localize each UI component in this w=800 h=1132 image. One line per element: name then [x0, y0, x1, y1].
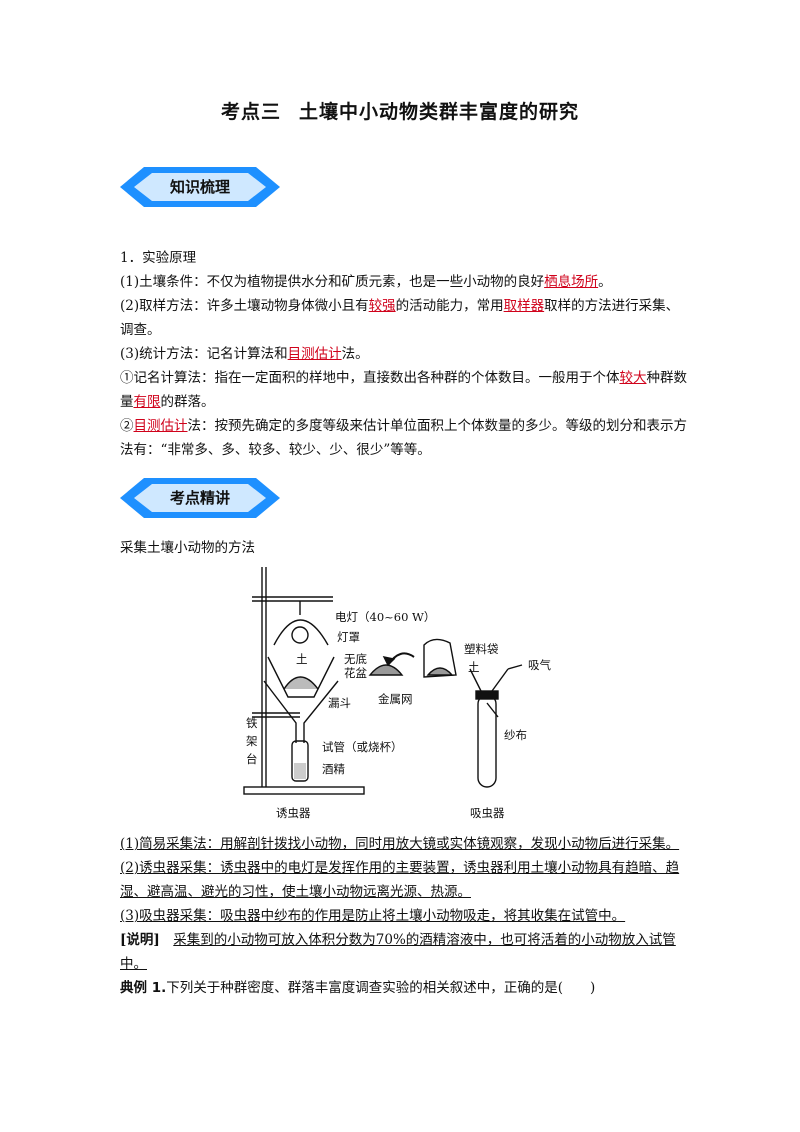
note: [说明] 采集到的小动物可放入体积分数为70%的酒精溶液中，也可将活着的小动物放…: [120, 928, 690, 976]
label-soil-left: 土: [296, 652, 308, 666]
label-soil-right: 土: [468, 660, 480, 674]
example-tag: 典例 1.: [120, 980, 167, 996]
badge-shape-icon: [120, 167, 280, 207]
example-1: 典例 1.下列关于种群密度、群落丰富度调查实验的相关叙述中，正确的是( ): [120, 976, 690, 1000]
plastic-bag-icon: [423, 638, 457, 678]
note-tag: [说明]: [120, 932, 160, 948]
label-stand-1: 铁: [246, 716, 258, 730]
metal-net-icon: [368, 664, 404, 676]
example-text: 下列关于种群密度、群落丰富度调查实验的相关叙述中，正确的是( ): [166, 980, 596, 996]
label-aspirator-caption: 吸虫器: [470, 806, 505, 820]
label-lamp: 电灯（40~60 W）: [335, 610, 435, 624]
method-3: (3)吸虫器采集：吸虫器中纱布的作用是防止将土壤小动物吸走，将其收集在试管中。: [120, 908, 626, 924]
principle-item-4: ①记名计算法：指在一定面积的样地中，直接数出各种群的个体数目。一般用于个体较大种…: [120, 370, 687, 410]
label-trap-caption: 诱虫器: [276, 806, 311, 820]
method-1: (1)简易采集法：用解剖针拨找小动物，同时用放大镜或实体镜观察，发现小动物后进行…: [120, 836, 680, 852]
intake-pipe-icon: [469, 668, 482, 692]
label-stand-2: 架: [246, 734, 258, 748]
suction-pipe-icon: [491, 668, 509, 692]
label-tube: 试管（或烧杯）: [322, 740, 403, 754]
principle-item-1: (1)土壤条件：不仅为植物提供水分和矿质元素，也是一些小动物的良好栖息场所。: [120, 274, 612, 290]
label-metal-net: 金属网: [378, 692, 413, 706]
bottomless-pot-icon: [267, 656, 335, 698]
principles-heading: 1．实验原理: [120, 250, 197, 266]
label-stand-3: 台: [246, 752, 258, 766]
title-part1: 考点三: [220, 101, 281, 123]
label-pot-1: 无底: [344, 652, 367, 666]
collection-apparatus-diagram: 电灯（40~60 W） 灯罩 土 无底 花盆 漏斗 铁 架 台 试管（或烧杯） …: [243, 567, 551, 820]
lampshade-icon: [273, 619, 329, 646]
keypoints-badge: 考点精讲: [120, 476, 280, 520]
test-tube-icon: [291, 740, 309, 782]
page-title: 考点三土壤中小动物类群丰富度的研究: [0, 97, 800, 124]
title-part2: 土壤中小动物类群丰富度的研究: [299, 101, 580, 123]
principles-section: 1．实验原理 (1)土壤条件：不仅为植物提供水分和矿质元素，也是一些小动物的良好…: [120, 246, 690, 462]
knowledge-badge-label: 知识梳理: [169, 178, 230, 196]
stand-base-icon: [243, 786, 365, 795]
badge-shape-icon: [120, 478, 280, 518]
aspirator-tube-icon: [477, 694, 497, 788]
collection-methods: (1)简易采集法：用解剖针拨找小动物，同时用放大镜或实体镜观察，发现小动物后进行…: [120, 832, 690, 1000]
keypoints-badge-label: 考点精讲: [169, 489, 230, 507]
label-lampshade: 灯罩: [337, 630, 360, 644]
method-2: (2)诱虫器采集：诱虫器中的电灯是发挥作用的主要装置，诱虫器利用土壤小动物具有趋…: [120, 860, 680, 900]
principle-item-2: (2)取样方法：许多土壤动物身体微小且有较强的活动能力，常用取样器取样的方法进行…: [120, 298, 680, 338]
label-bag: 塑料袋: [464, 642, 499, 656]
label-funnel: 漏斗: [328, 696, 351, 710]
lamp-bulb-icon: [291, 626, 309, 644]
methods-title: 采集土壤小动物的方法: [120, 540, 255, 556]
label-suck: 吸气: [528, 658, 551, 672]
label-alcohol: 酒精: [322, 762, 345, 776]
note-text: 采集到的小动物可放入体积分数为70%的酒精溶液中，也可将活着的小动物放入试管中。: [120, 932, 676, 972]
principle-item-3: (3)统计方法：记名计算法和目测估计法。: [120, 346, 369, 362]
funnel-icon: [263, 680, 339, 743]
label-gauze: 纱布: [504, 728, 527, 742]
label-pot-2: 花盆: [344, 666, 367, 680]
knowledge-badge: 知识梳理: [120, 165, 280, 209]
principle-item-5: ②目测估计法：按预先确定的多度等级来估计单位面积上个体数量的多少。等级的划分和表…: [120, 418, 687, 458]
